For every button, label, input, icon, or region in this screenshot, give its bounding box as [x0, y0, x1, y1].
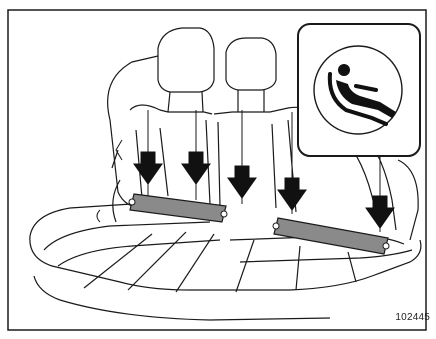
inset-box	[298, 24, 420, 156]
figure-code: 102445	[362, 312, 430, 326]
